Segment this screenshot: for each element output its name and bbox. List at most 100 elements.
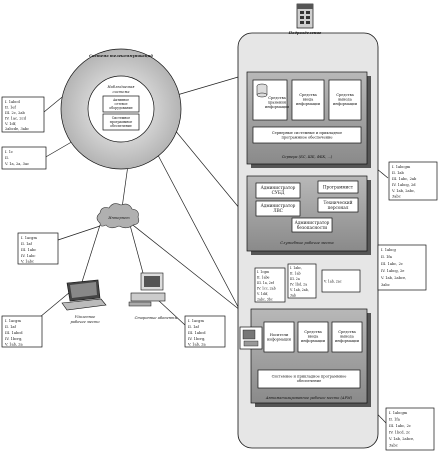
note-line: I. 1abcgm [392,165,411,169]
external-subscriber: Сторонние абоненты [128,272,178,320]
arm-input-box [297,321,329,353]
note-line: II. 1ab [392,171,405,175]
note-line: 3ab [290,294,296,298]
note-line: III. 1abcd [188,331,206,335]
note-line: V. 1ab, 2a [4,343,24,347]
note-servers: I. 1abcgm II. 1ab III. 1abc, 2ab IV. 1ab… [388,161,438,201]
security-admin-2: безопасности [297,225,327,230]
note-line: IV. 1bcd, 2c [389,431,410,435]
external-label: Сторонние абоненты [135,316,178,320]
arm-output-1: Средства [338,330,356,334]
note-line: II. 1af [21,242,33,246]
note-line: IV. 1abcg, 2d [392,183,416,187]
active-equipment-1: Активное [113,98,129,102]
server-output-1: Средства [336,93,354,97]
link-internet-remote [81,224,101,283]
leader-internet [57,225,101,241]
note-bottom: I. 1abcgm II. 1fa III. 1abc, 2c IV. 1bcd… [385,407,435,451]
tech-staff-box [317,197,359,213]
note-line: V. 1ab, 2abc, [391,189,415,193]
note-staff: I. 1abcg II. 1fa III. 1abc, 2c IV. 1abcg… [377,244,427,291]
core-title-1: Наблюдаемая [107,85,136,89]
server-output-box [328,79,362,121]
desktop-icon [128,272,166,307]
arm-block: Носители информации Средства ввода инфор… [239,308,371,407]
note-arm-media: I. 1cgm II. 1abe III. 1a, 2ef IV. 1cc, 2… [254,267,286,303]
server-output-3: информации [333,102,358,106]
arm-software-2: обеспечение [297,379,321,383]
note-line: I. 1abcgm [389,411,408,415]
telecom-system: Система телекоммуникаций Наблюдаемая сис… [60,48,182,170]
arm-caption: Автоматизированное рабочее место (АРМ) [265,396,353,400]
note-line: III. 2a [290,277,300,281]
note-line: I. 1acgm [21,236,37,240]
leader-remote [39,291,71,318]
remote-label-1: Удаленное [75,315,95,319]
note-line: II. 1ef [5,106,17,110]
note-line: III. 1abc [21,248,36,252]
note-arm-input: I. 1abc, II. 1ab III. 2a IV. 1bd, 2a V. … [287,263,317,299]
note-line: I. 1acgm [5,319,21,323]
lvs-admin-box [255,200,301,217]
note-line: II. 1ab [290,272,301,276]
arm-output-3: информации [335,339,360,343]
note-line: III. 1abc, 2c [389,424,411,428]
note-line: IV. 1cc, 2ab [257,287,276,291]
storage-label-2: хранения [268,101,287,105]
note-line: IV. 1bd, 2a [290,283,307,287]
division-title: Подразделение [288,31,322,35]
system-software-1: Системное [112,116,131,120]
dbms-admin-box [255,182,301,199]
servers-block: Средства хранения информации Средства вв… [246,71,371,168]
link-telecom-internet [121,164,129,209]
link-internet-arm [123,217,251,319]
lvs-admin-1: Администратор [261,203,296,208]
note-line: 3abc [392,195,401,199]
tech-staff-2: персонал [328,205,349,210]
arm-media-2: информации [267,338,292,342]
telecom-title: Система телекоммуникаций [89,53,153,58]
dbms-admin-2: СУБД [272,190,285,195]
note-line: I. 1cgm [257,270,269,274]
arm-input-1: Средства [304,330,322,334]
storage-icon [256,83,268,98]
lvs-admin-2: ЛВС [273,208,283,213]
note-line: III. 1abc, 2ab [392,177,417,181]
note-line: I. 1c [5,150,13,154]
note-line: 3abc [381,283,390,287]
note-line: IV. 1bcrg, [5,337,22,341]
note-line: IV. 1bcrg, [188,337,205,341]
note-line: III. 1abcd [5,331,23,335]
storage-label-3: информации [265,105,290,109]
note-line: 2abc, 3bc [257,298,273,302]
active-equipment-box [102,95,140,113]
server-input-box [291,79,325,121]
note-line: IV. 1ac, 2cd [5,117,27,121]
system-software-2: программное [110,120,133,124]
laptop-icon [61,279,107,311]
cloud-icon [96,203,140,229]
workstation-icon [239,326,263,350]
note-left-top: I. 1abcd II. 1ef III. 2c, 2ab IV. 1ac, 2… [1,96,45,133]
server-input-1: Средства [299,93,317,97]
staff-block: Администратор СУБД Программист Администр… [246,175,371,255]
server-input-3: информации [296,102,321,106]
note-line: V. 1a, 2a, 3ac [4,162,29,166]
arm-output-2: вывода [340,335,354,339]
arm-output-box [331,321,363,353]
arm-software-box [257,369,361,389]
programmer-box [317,180,359,194]
note-line: V. 1ab, 2a [187,343,207,347]
arm-input-3: информации [301,339,326,343]
arm-software-1: Системное и прикладное программное [272,375,347,379]
core-title-2: система [113,90,130,94]
note-line: I. 1acgm [188,319,204,323]
server-software-2: программное обеспечение [281,136,332,140]
note-line: II. [5,156,9,160]
note-line: IV. 1abc [21,254,35,258]
note-line: I. 1abcg [381,248,396,252]
note-line: II. 1fa [389,418,401,422]
note-line: III. 1a, 2ef [257,281,275,285]
remote-label-2: рабочее место [70,320,100,324]
note-line: IV. 1abcg, 2e [381,269,404,273]
